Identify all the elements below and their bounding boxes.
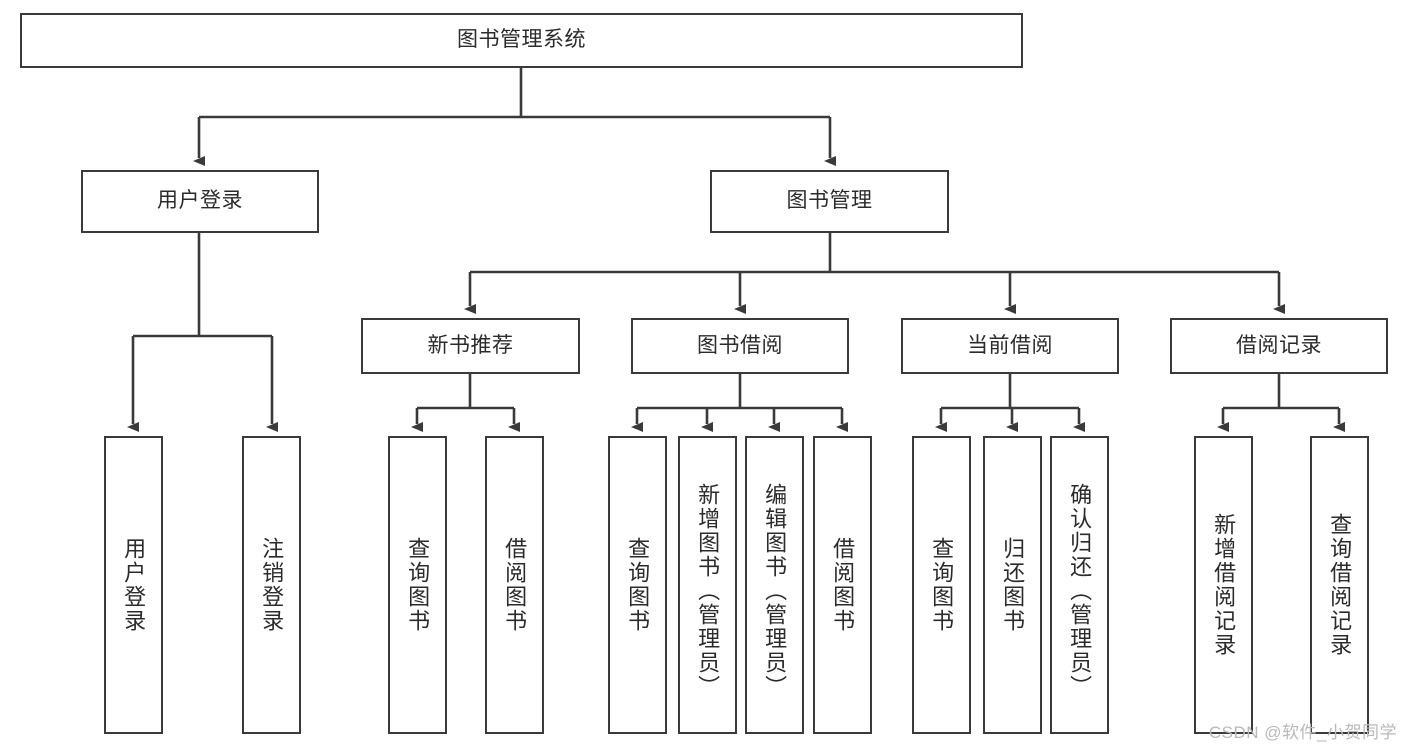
- node-book-manage[interactable]: 图书管理: [710, 170, 949, 233]
- node-leaf-query-record[interactable]: 查询借阅记录: [1310, 436, 1369, 734]
- watermark-text: CSDN @软件_小贺同学: [1208, 723, 1397, 742]
- node-user-login[interactable]: 用户登录: [81, 170, 319, 233]
- node-leaf-borrow-book-1-label: 借阅图书: [502, 537, 528, 633]
- node-borrow-record-label: 借阅记录: [1236, 333, 1322, 357]
- node-book-borrow-label: 图书借阅: [697, 333, 783, 357]
- node-user-login-label: 用户登录: [157, 189, 243, 213]
- node-leaf-return-book-label: 归还图书: [1000, 537, 1026, 633]
- node-leaf-add-record[interactable]: 新增借阅记录: [1194, 436, 1253, 734]
- node-leaf-logout-label: 注销登录: [259, 537, 285, 633]
- node-leaf-logout[interactable]: 注销登录: [242, 436, 301, 734]
- node-leaf-user-login-label: 用户登录: [121, 537, 147, 633]
- node-leaf-borrow-book-2[interactable]: 借阅图书: [813, 436, 872, 734]
- node-leaf-borrow-book-2-label: 借阅图书: [830, 537, 856, 633]
- node-leaf-query-book-1-label: 查询图书: [405, 537, 431, 633]
- node-leaf-return-book[interactable]: 归还图书: [983, 436, 1042, 734]
- node-leaf-query-book-1[interactable]: 查询图书: [388, 436, 447, 734]
- node-root[interactable]: 图书管理系统: [20, 13, 1023, 68]
- node-leaf-user-login[interactable]: 用户登录: [104, 436, 163, 734]
- node-leaf-confirm-return-label: 确认归还（管理员）: [1067, 483, 1093, 699]
- node-leaf-query-book-3[interactable]: 查询图书: [912, 436, 971, 734]
- node-new-book-rec[interactable]: 新书推荐: [361, 318, 580, 374]
- node-root-label: 图书管理系统: [457, 28, 586, 52]
- node-leaf-query-book-2[interactable]: 查询图书: [608, 436, 667, 734]
- node-leaf-query-book-3-label: 查询图书: [929, 537, 955, 633]
- node-new-book-rec-label: 新书推荐: [427, 333, 514, 357]
- node-leaf-add-record-label: 新增借阅记录: [1211, 513, 1237, 657]
- node-book-borrow[interactable]: 图书借阅: [631, 318, 849, 374]
- node-leaf-edit-book[interactable]: 编辑图书（管理员）: [745, 436, 804, 734]
- node-book-manage-label: 图书管理: [786, 189, 873, 213]
- node-current-borrow[interactable]: 当前借阅: [901, 318, 1119, 374]
- node-leaf-query-record-label: 查询借阅记录: [1327, 513, 1353, 657]
- node-leaf-confirm-return[interactable]: 确认归还（管理员）: [1050, 436, 1109, 734]
- node-leaf-edit-book-label: 编辑图书（管理员）: [762, 483, 788, 699]
- node-leaf-query-book-2-label: 查询图书: [625, 537, 651, 633]
- node-leaf-add-book[interactable]: 新增图书（管理员）: [678, 436, 737, 734]
- node-leaf-borrow-book-1[interactable]: 借阅图书: [485, 436, 544, 734]
- node-leaf-add-book-label: 新增图书（管理员）: [695, 483, 721, 699]
- node-borrow-record[interactable]: 借阅记录: [1170, 318, 1388, 374]
- node-current-borrow-label: 当前借阅: [967, 333, 1053, 357]
